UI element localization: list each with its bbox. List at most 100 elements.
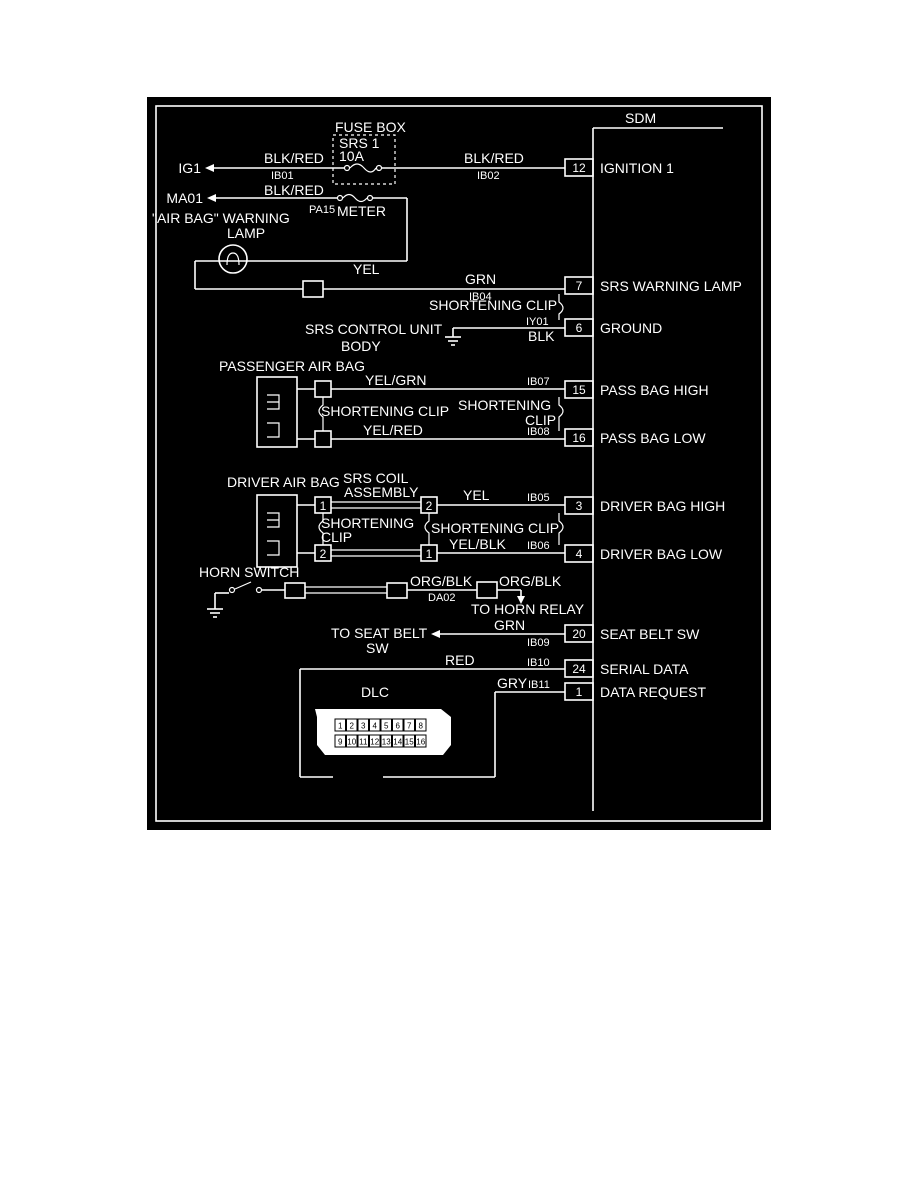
wire-color: BLK/RED [264, 182, 324, 198]
pin-number: 4 [576, 547, 583, 561]
wire-id: IB10 [527, 657, 550, 669]
clip-label: SHORTENING CLIP [321, 403, 449, 419]
terminal-number: 1 [426, 547, 433, 561]
wire-color: YEL/BLK [449, 536, 506, 552]
airbag-module-icon [256, 376, 298, 448]
terminal-number: 1 [320, 499, 327, 513]
arrow-left-icon [205, 164, 214, 172]
arrow-left-icon [207, 194, 216, 202]
wire-color: YEL/GRN [365, 372, 426, 388]
pin-label: DRIVER BAG HIGH [600, 498, 725, 514]
clip-label: CLIP [321, 529, 352, 545]
dlc-pin-cell [334, 718, 346, 732]
lamp-label: "AIR BAG" WARNING [152, 210, 290, 226]
dlc-pin-number: 4 [373, 722, 378, 731]
pin-number: 12 [572, 161, 586, 175]
passenger-airbag-label: PASSENGER AIR BAG [219, 358, 365, 374]
connector-icon [476, 581, 498, 599]
wire-id: IB04 [469, 291, 492, 303]
lamp-label: LAMP [227, 225, 265, 241]
dlc-pin-number: 9 [338, 738, 343, 747]
pin-number: 16 [572, 431, 586, 445]
pin-6: 6 GROUND [564, 318, 662, 337]
fuse-name: SRS 1 [339, 135, 380, 151]
dlc-pin-cell [357, 718, 369, 732]
connector-icon [314, 430, 332, 448]
pin-1: 1 DATA REQUEST [564, 682, 707, 701]
dlc-pin-cell [415, 734, 427, 748]
ig1-label: IG1 [178, 160, 201, 176]
arrow-down-icon [517, 596, 525, 604]
connector-icon [386, 582, 408, 599]
wire-color: BLK [528, 328, 555, 344]
clip-label: SHORTENING [321, 515, 414, 531]
warning-lamp-icon [218, 244, 248, 274]
driver-airbag-label: DRIVER AIR BAG [227, 474, 340, 490]
wire-id: IB07 [527, 376, 550, 388]
arrow-left-icon [431, 630, 440, 638]
dlc-pin-number: 16 [416, 738, 425, 747]
dlc-pin-number: 14 [393, 738, 402, 747]
sdm-module: SDM [592, 110, 723, 811]
terminal-number: 2 [320, 547, 327, 561]
meter-circuit: MA01 BLK/RED PA15 METER "AIR BAG" WARNIN… [152, 182, 565, 303]
dlc-pin-number: 12 [370, 738, 379, 747]
shortening-clip-icon [558, 397, 564, 431]
splice-id: PA15 [309, 204, 335, 216]
pin-label: PASS BAG HIGH [600, 382, 709, 398]
wire-id: IB11 [528, 679, 550, 691]
horn-switch-icon [228, 586, 236, 594]
wire-color: BLK/RED [464, 150, 524, 166]
dlc-pin-number: 8 [419, 722, 424, 731]
dlc-pin-number: 13 [382, 738, 391, 747]
wire-color: YEL/RED [363, 422, 423, 438]
dlc-pin-cell [392, 734, 404, 748]
wire-color: YEL [353, 261, 380, 277]
clip-label: SHORTENING CLIP [429, 297, 557, 313]
wire-id: IB05 [527, 492, 550, 504]
pin-label: SEAT BELT SW [600, 626, 700, 642]
shortening-clip-icon [558, 294, 564, 320]
wire-color: RED [445, 652, 475, 668]
coil-label: ASSEMBLY [344, 484, 419, 500]
pin-20: 20 SEAT BELT SW [564, 624, 700, 643]
dlc-pin-cell [357, 734, 369, 748]
shortening-clip-icon [318, 513, 324, 545]
pin-label: SERIAL DATA [600, 661, 689, 677]
wire-id: IB08 [527, 426, 550, 438]
fuse-rating: 10A [339, 148, 365, 164]
pin-label: SRS WARNING LAMP [600, 278, 742, 294]
horn-switch-label: HORN SWITCH [199, 564, 299, 580]
dlc-pin-number: 1 [338, 722, 343, 731]
terminal-number: 2 [426, 499, 433, 513]
inner-border [155, 105, 763, 822]
dlc-pin-cell [415, 718, 427, 732]
pin-label: GROUND [600, 320, 662, 336]
wire-id: IB01 [271, 170, 294, 182]
fuse-terminal [343, 164, 351, 172]
pin-number: 3 [576, 499, 583, 513]
pin-3: 3 DRIVER BAG HIGH [564, 496, 725, 515]
dlc-connector-icon [315, 709, 451, 755]
dlc-pin-cell [346, 718, 358, 732]
coil-label: SRS COIL [343, 470, 409, 486]
dlc-pin-number: 7 [407, 722, 412, 731]
wire-color: GRY [497, 675, 528, 691]
dlc-label: DLC [361, 684, 389, 700]
dlc-pin-cell [403, 718, 415, 732]
dlc-pin-cell [334, 734, 346, 748]
connector-icon [314, 380, 332, 398]
clip-label: SHORTENING CLIP [431, 520, 559, 536]
dlc-pin-number: 2 [350, 722, 355, 731]
sdm-title: SDM [625, 110, 656, 126]
dlc-pin-cell [403, 734, 415, 748]
dlc-pin-cell [369, 734, 381, 748]
shortening-clip-icon [318, 397, 324, 431]
horn-circuit: HORN SWITCH ORG/BLK DA02 ORG/BLK TO HORN… [199, 564, 585, 618]
pin-number: 15 [572, 383, 586, 397]
wire-color: ORG/BLK [499, 573, 562, 589]
dlc-pin-number: 10 [347, 738, 356, 747]
pin-label: DRIVER BAG LOW [600, 546, 723, 562]
ground-circuit: SHORTENING CLIP IY01 BLK SRS CONTROL UNI… [305, 294, 565, 354]
pin-number: 24 [572, 662, 586, 676]
